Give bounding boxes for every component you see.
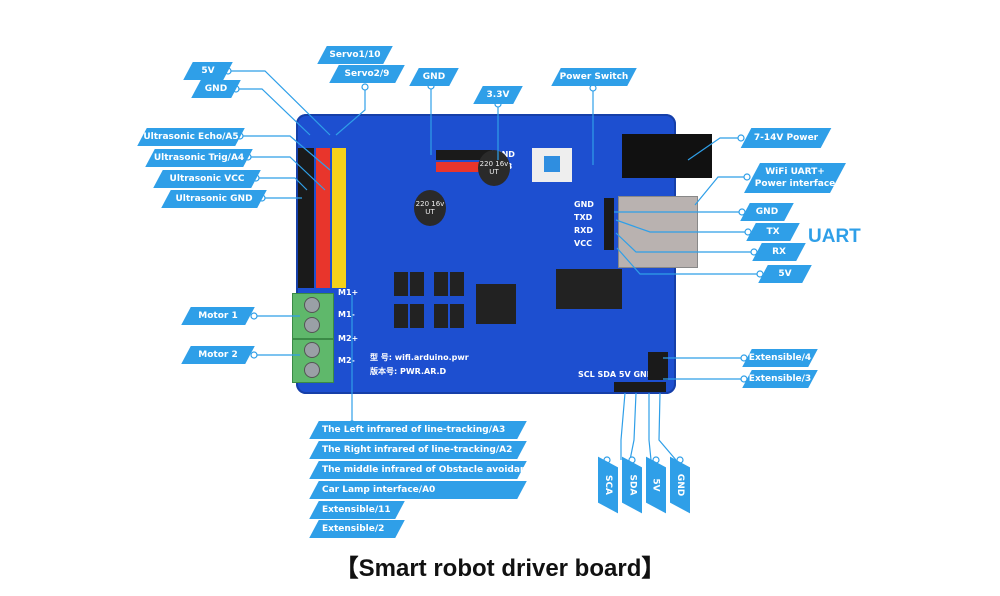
motor1-screw-b	[304, 317, 320, 333]
driver-board: GND 3V3 220 16v UT 220 16v UT GND TXD RX…	[296, 114, 712, 394]
diode-7	[434, 304, 448, 328]
capacitor-c28: 220 16v UT	[478, 150, 510, 186]
silk-m2-minus: M2-	[338, 356, 355, 365]
label-extensible-2: Extensible/2	[309, 520, 405, 538]
label-5v: 5V	[183, 62, 233, 80]
label-power-switch: Power Switch	[551, 68, 637, 86]
label-i2c-sca: SCA	[598, 456, 618, 514]
label-extensible-3: Extensible/3	[742, 370, 818, 388]
label-right-infrared: The Right infrared of line-tracking/A2	[309, 441, 527, 459]
label-motor2: Motor 2	[181, 346, 255, 364]
silk-uart-txd: TXD	[574, 213, 593, 222]
label-left-infrared: The Left infrared of line-tracking/A3	[309, 421, 527, 439]
line-sca	[620, 392, 626, 460]
label-i2c-sda: SDA	[622, 456, 642, 514]
i2c-header	[614, 382, 666, 392]
red-header-column	[316, 148, 330, 288]
label-car-lamp: Car Lamp interface/A0	[309, 481, 527, 499]
wifi-line2: Power interface	[754, 179, 836, 189]
line-wifi	[694, 176, 747, 206]
motor1-screw-a	[304, 297, 320, 313]
black-header-column	[298, 148, 314, 288]
line-vcc	[256, 177, 308, 191]
silk-model: 型 号: wifi.arduino.pwr	[370, 353, 469, 362]
dc-power-jack	[622, 134, 712, 178]
diode-3	[434, 272, 448, 296]
line-uart-rx	[615, 232, 754, 253]
label-ultrasonic-trig: Ultrasonic Trig/A4	[145, 149, 253, 167]
silk-m1-minus: M1-	[338, 310, 355, 319]
line-trig	[248, 156, 326, 191]
uart-group-label: UART	[808, 226, 861, 247]
label-gnd-left: GND	[191, 80, 241, 98]
uart-header	[604, 198, 614, 250]
label-uart-gnd: GND	[740, 203, 794, 221]
label-extensible-11: Extensible/11	[309, 501, 405, 519]
power-switch-knob	[544, 156, 560, 172]
extensible-header	[648, 352, 668, 380]
line-servo	[335, 87, 366, 136]
motor-driver-ic	[476, 284, 516, 324]
label-3v3: 3.3V	[473, 86, 523, 104]
label-uart-rx: RX	[752, 243, 806, 261]
label-middle-infrared: The middle infrared of Obstacle avoidanc…	[309, 461, 554, 479]
line-gnd-i2c	[658, 392, 677, 461]
diode-4	[450, 272, 464, 296]
shift-register-ic	[556, 269, 622, 309]
diode-2	[410, 272, 424, 296]
line-uart-5v	[616, 247, 760, 275]
diode-6	[410, 304, 424, 328]
label-servo1: Servo1/10	[317, 46, 393, 64]
silk-i2c-row: SCL SDA 5V GND	[578, 370, 654, 379]
line-gnd-left	[236, 88, 311, 136]
gnd-header-row	[436, 150, 492, 160]
label-extensible-4: Extensible/4	[742, 349, 818, 367]
label-wifi-uart-power: WiFi UART+ Power interface	[744, 163, 846, 193]
silk-uart-vcc: VCC	[574, 239, 592, 248]
label-i2c-gnd: GND	[670, 456, 690, 514]
silk-m1-plus: M1+	[338, 288, 359, 297]
silk-uart-rxd: RXD	[574, 226, 593, 235]
3v3-header-row	[436, 162, 492, 172]
wifi-line1: WiFi UART+	[765, 167, 825, 177]
label-uart-5v: 5V	[758, 265, 812, 283]
diagram-caption: 【Smart robot driver board】	[334, 555, 666, 582]
silk-version: 版本号: PWR.AR.D	[370, 367, 447, 376]
label-uart-tx: TX	[746, 223, 800, 241]
label-ultrasonic-gnd: Ultrasonic GND	[161, 190, 267, 208]
label-i2c-5v: 5V	[646, 456, 666, 514]
label-servo2: Servo2/9	[329, 65, 405, 83]
capacitor-c6: 220 16v UT	[414, 190, 446, 226]
line-uart-tx	[615, 219, 748, 233]
label-ultrasonic-echo: Ultrasonic Echo/A5	[137, 128, 245, 146]
line-7-14v	[687, 137, 741, 161]
label-motor1: Motor 1	[181, 307, 255, 325]
motor2-screw-a	[304, 342, 320, 358]
diode-1	[394, 272, 408, 296]
label-7-14v-power: 7-14V Power	[740, 128, 832, 148]
line-5v-i2c	[648, 393, 652, 461]
line-5v	[228, 70, 331, 136]
diode-8	[450, 304, 464, 328]
label-gnd-top: GND	[409, 68, 459, 86]
motor2-screw-b	[304, 362, 320, 378]
silk-m2-plus: M2+	[338, 334, 359, 343]
silk-uart-gnd: GND	[574, 200, 594, 209]
yellow-header-column	[332, 148, 346, 288]
label-ultrasonic-vcc: Ultrasonic VCC	[153, 170, 261, 188]
diode-5	[394, 304, 408, 328]
line-echo	[240, 135, 331, 171]
line-sda	[629, 392, 637, 461]
